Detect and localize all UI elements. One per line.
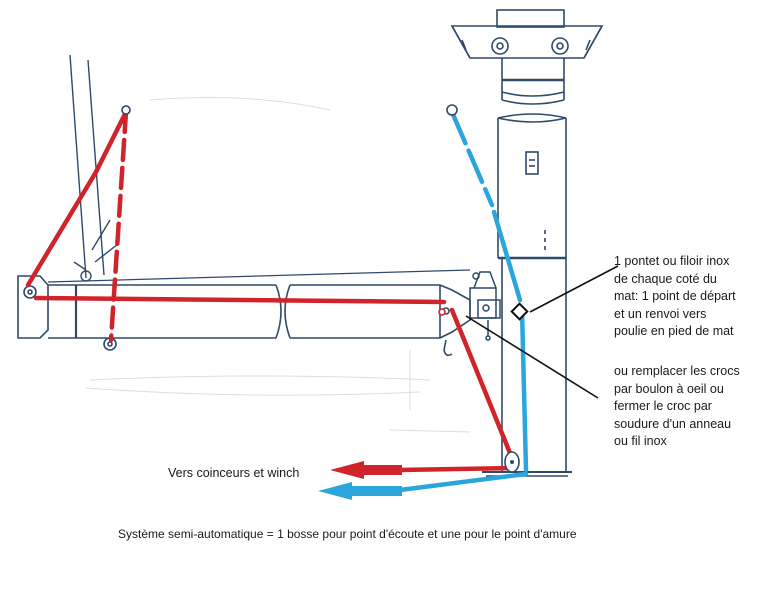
pontet-marker bbox=[510, 302, 529, 321]
faint-sketch bbox=[85, 97, 471, 433]
winch-annotation: Vers coinceurs et winch bbox=[168, 466, 300, 480]
annotation-line: soudure d'un anneau bbox=[614, 416, 732, 431]
boom bbox=[17, 269, 471, 357]
boom-end-fitting bbox=[17, 275, 49, 339]
pontet-annotation: 1 pontet ou filoir inox de chaque coté d… bbox=[614, 253, 736, 341]
red-reef-lines bbox=[25, 109, 518, 473]
red-line-leech-upper bbox=[93, 109, 129, 175]
red-line-leech-lower bbox=[25, 169, 99, 288]
mast-plate bbox=[525, 151, 539, 175]
blue-line-to-pontet bbox=[491, 209, 523, 303]
annotation-line: fermer le croc par bbox=[614, 399, 712, 413]
red-line-boom bbox=[33, 295, 447, 305]
annotation-line: de chaque coté du bbox=[614, 271, 717, 286]
annotation-line: mat: 1 point de départ bbox=[614, 289, 736, 303]
mast-head-sheave-left bbox=[491, 37, 509, 55]
blue-line-upper-dashed bbox=[449, 109, 495, 208]
boom-reef-fairlead bbox=[438, 308, 446, 316]
red-line-deck bbox=[395, 465, 518, 473]
annotation-line: ou remplacer les crocs bbox=[614, 364, 740, 378]
crocs-annotation: ou remplacer les crocs par boulon à oeil… bbox=[614, 363, 740, 451]
diagram-caption: Système semi-automatique = 1 bosse pour … bbox=[118, 527, 577, 541]
red-line-to-base bbox=[449, 307, 515, 461]
blue-reef-lines bbox=[397, 109, 529, 493]
mast bbox=[450, 9, 604, 477]
mast-head-sheave-right bbox=[551, 37, 569, 55]
blue-arrow-shaft bbox=[350, 486, 402, 496]
red-arrow-head bbox=[330, 461, 364, 479]
leech-cringle bbox=[121, 105, 131, 115]
mast-reef-sheave bbox=[446, 104, 458, 116]
annotation-line: par boulon à oeil ou bbox=[614, 381, 724, 396]
pontet-callout-line bbox=[529, 265, 619, 313]
reef-hook-boom bbox=[443, 339, 453, 357]
annotation-line: et un renvoi vers bbox=[614, 306, 707, 321]
annotation-line: poulie en pied de mat bbox=[614, 324, 734, 338]
gooseneck bbox=[469, 271, 501, 341]
red-arrow-shaft bbox=[362, 465, 402, 475]
annotation-line: ou fil inox bbox=[614, 434, 667, 448]
blue-line-down-mast bbox=[519, 307, 529, 473]
red-line-reef-dashed bbox=[108, 109, 129, 343]
blue-arrow-head bbox=[318, 482, 352, 500]
annotation-line: 1 pontet ou filoir inox bbox=[614, 254, 730, 268]
blue-line-deck bbox=[397, 471, 529, 493]
mast-base-block bbox=[504, 451, 520, 473]
mast-top-box bbox=[496, 9, 565, 28]
mast-head-bracket bbox=[450, 25, 604, 59]
crocs-callout-line bbox=[465, 315, 599, 399]
